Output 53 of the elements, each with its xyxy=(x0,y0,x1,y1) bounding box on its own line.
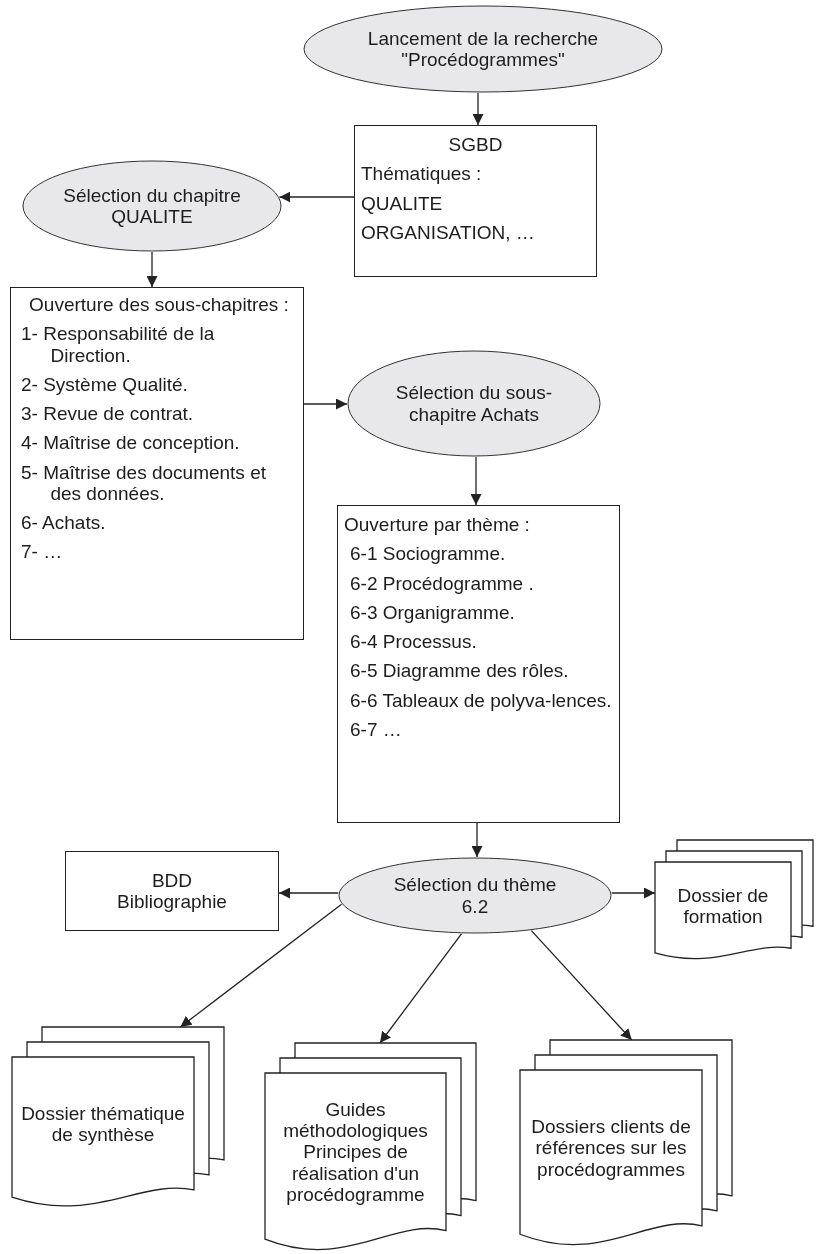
node-text: 6- Achats. xyxy=(21,512,107,534)
process-box xyxy=(65,851,279,931)
node-text: 6-1 Sociogramme. xyxy=(350,543,507,565)
arrow xyxy=(146,251,158,288)
node-text: QUALITE xyxy=(361,192,444,214)
node-text: Dossiers clients de références sur les procédogrammes xyxy=(530,1116,692,1180)
document-stack xyxy=(520,1040,732,1247)
arrow xyxy=(471,822,483,858)
node-text: Sélection du thème 6.2 xyxy=(392,874,558,917)
arrow xyxy=(179,903,343,1028)
node-text: Ouverture par thème : xyxy=(344,514,531,536)
arrow xyxy=(470,456,482,506)
process-box xyxy=(10,287,304,640)
arrow xyxy=(303,398,348,410)
node-text: 1- Responsabilité de la Direction. xyxy=(21,323,216,366)
node-text: 5- Maîtrise des documents et des données. xyxy=(21,461,267,505)
node-text: 7- … xyxy=(21,541,64,563)
document-stack xyxy=(265,1043,476,1252)
node-text: 6-6 Tableaux de polyva-lences. xyxy=(350,689,613,711)
node-text: 3- Revue de contrat. xyxy=(21,403,195,425)
node-text: Dossier thématique de synthèse xyxy=(20,1102,186,1146)
document-stack xyxy=(655,840,813,960)
arrow xyxy=(530,929,633,1041)
node-text: Guides méthodologiques xyxy=(282,1098,429,1142)
node-text: 4- Maîtrise de conception. xyxy=(21,432,241,454)
document-stack xyxy=(12,1027,224,1208)
process-ellipse xyxy=(22,160,282,252)
process-ellipse xyxy=(338,857,612,934)
arrow xyxy=(472,92,484,126)
node-text: Sélection du sous-chapitre Achats xyxy=(394,382,554,425)
node-text: 6-4 Processus. xyxy=(350,631,478,653)
process-box xyxy=(354,125,597,277)
process-ellipse xyxy=(303,5,663,93)
arrow xyxy=(379,933,463,1044)
node-text: ORGANISATION, … xyxy=(361,221,536,244)
arrow xyxy=(278,191,355,203)
node-text: 6-3 Organigramme. xyxy=(350,601,516,624)
node-text: 6-7 … xyxy=(350,718,403,741)
node-text: 6-2 Procédogramme . xyxy=(350,572,535,594)
process-ellipse xyxy=(347,350,601,457)
node-text: SGBD xyxy=(447,134,504,156)
node-text: Lancement de la recherche "Procédogrammes" xyxy=(366,27,600,71)
node-text: 6-5 Diagramme des rôles. xyxy=(350,660,570,682)
node-text: Thématiques : xyxy=(361,163,483,185)
node-text: 2- Système Qualité. xyxy=(21,373,189,396)
node-text: Sélection du chapitre QUALITE xyxy=(62,184,242,228)
arrow xyxy=(278,887,339,899)
node-text: Dossier de formation xyxy=(676,884,770,928)
node-text: Ouverture des sous-chapitres : xyxy=(28,294,290,316)
node-text: BDD Bibliographie xyxy=(116,869,228,913)
arrow xyxy=(611,887,656,899)
node-text: Principes de réalisation d'un procédogramme xyxy=(285,1141,426,1206)
process-box xyxy=(337,505,620,823)
